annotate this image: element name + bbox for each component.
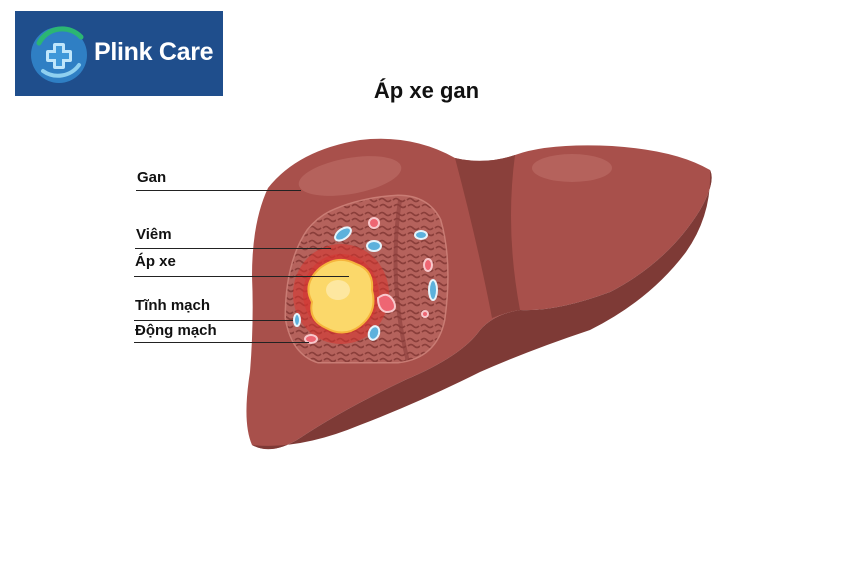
liver-highlight-right — [532, 154, 612, 182]
medical-cross-logo-icon — [31, 26, 87, 83]
ligament-groove — [455, 155, 520, 318]
diagram-title: Áp xe gan — [373, 78, 480, 103]
label-vein: Tĩnh mạch — [135, 297, 211, 314]
liver-underside — [252, 170, 712, 450]
label-inflammation: Viêm — [136, 226, 172, 243]
artery-vessels — [304, 217, 433, 344]
label-abscess: Áp xe — [135, 253, 176, 270]
liver-highlight-left — [298, 156, 402, 196]
tissue-cross-section — [284, 194, 449, 364]
brand-logo: Plink Care — [15, 11, 223, 96]
leader-lines — [134, 190, 349, 343]
vein-vessels — [293, 226, 438, 341]
brand-name: Plink Care — [94, 38, 214, 66]
label-artery: Động mạch — [135, 322, 217, 339]
label-liver: Gan — [137, 169, 167, 186]
